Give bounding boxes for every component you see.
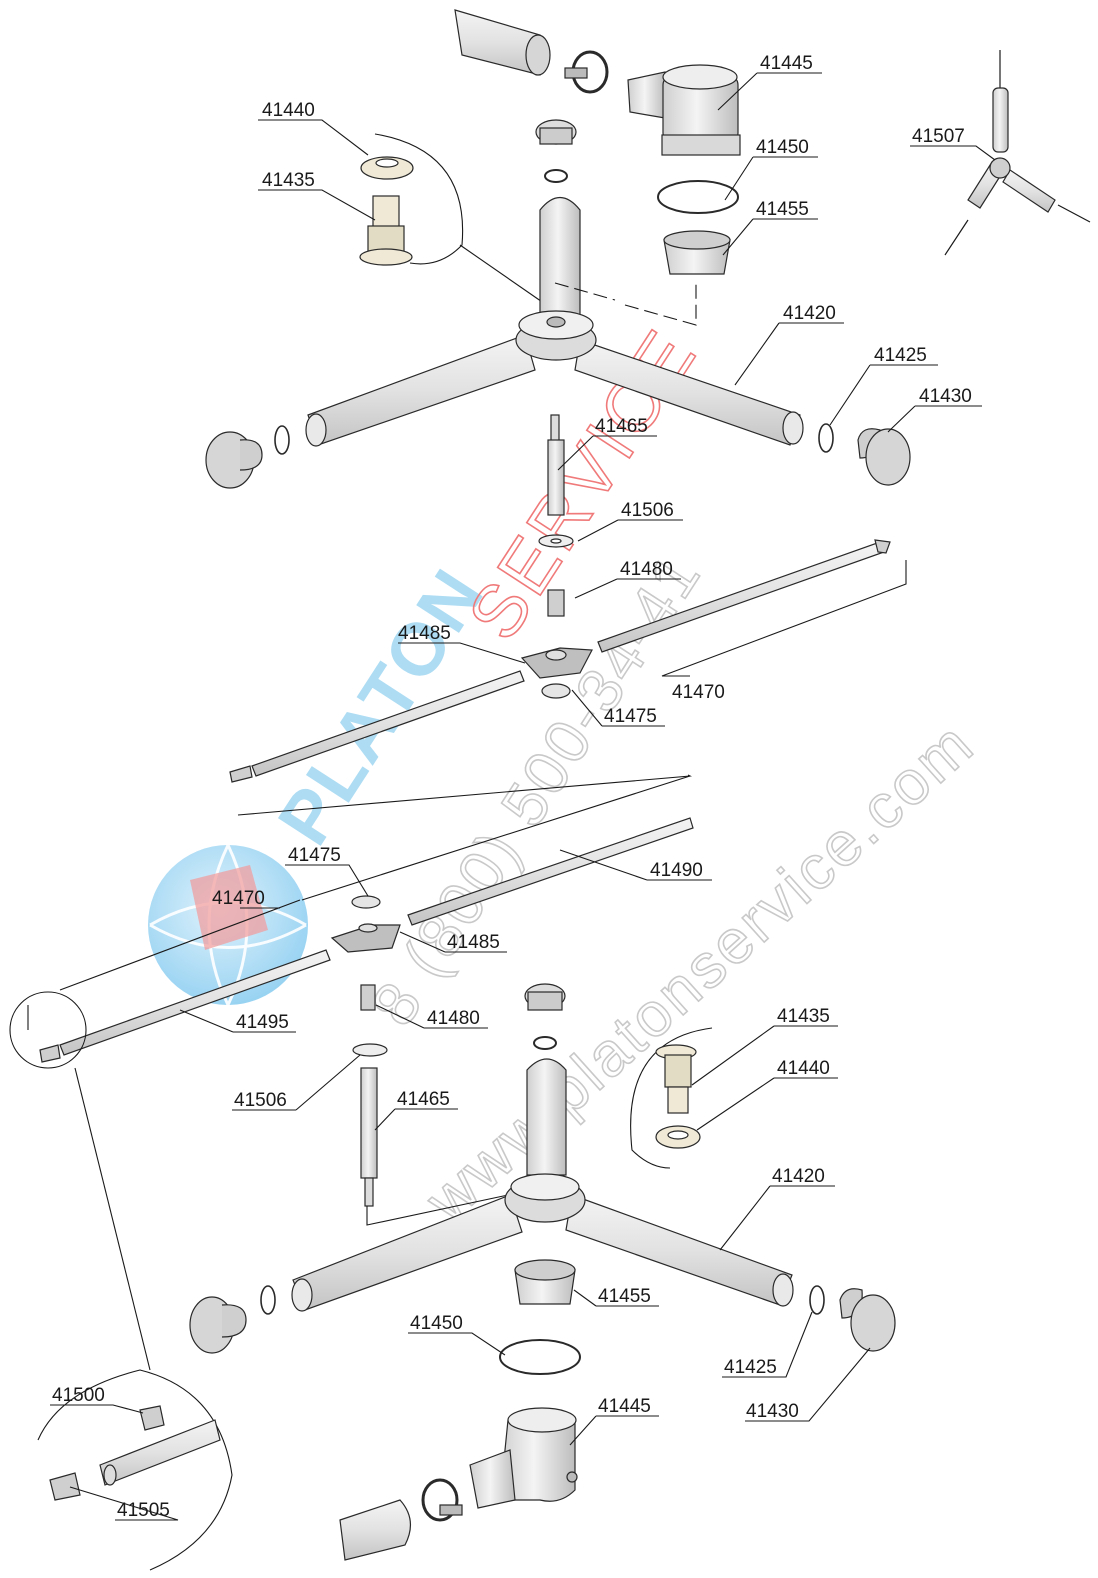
vertical-tube-bottom (526, 1058, 567, 1176)
part-label-41425-bottom: 41425 (724, 1357, 777, 1378)
end-cap-left-top (205, 425, 290, 489)
part-label-41500: 41500 (52, 1385, 105, 1406)
cap-bottom (524, 983, 566, 1050)
part-label-41490: 41490 (650, 860, 703, 881)
hub-bottom (330, 895, 401, 1057)
vertical-tube-top (539, 196, 581, 321)
part-label-41480-bottom: 41480 (427, 1008, 480, 1029)
end-cap-right-top (818, 423, 911, 486)
spray-arm-icon-41507 (944, 50, 1091, 256)
part-label-41465-bottom: 41465 (397, 1089, 450, 1110)
wash-arm-top-right (597, 539, 891, 653)
hose-clamp-bottom (421, 1478, 463, 1522)
threaded-nut-bottom (514, 1259, 576, 1305)
part-label-41420-top: 41420 (783, 303, 836, 324)
leader-lines (50, 72, 996, 1521)
part-label-41505: 41505 (117, 1500, 170, 1521)
cap-top (535, 119, 577, 183)
threaded-nut-top (663, 230, 731, 275)
elbow-fitting-top (627, 64, 741, 156)
end-cap-right-bottom (809, 1285, 896, 1352)
shaft-guide-line (366, 1194, 509, 1226)
elbow-fitting-bottom (469, 1407, 578, 1509)
detail-callout-arc-top (374, 133, 464, 265)
part-label-41470-top: 41470 (672, 682, 725, 703)
part-label-41450-bottom: 41450 (410, 1313, 463, 1334)
part-label-41475-top: 41475 (604, 706, 657, 727)
shaft-top (538, 414, 574, 617)
wash-arm-top-left (229, 670, 525, 783)
part-label-41435-top: 41435 (262, 170, 315, 191)
bushing-bottom (655, 1044, 697, 1114)
washer-top (360, 156, 414, 180)
part-label-41507: 41507 (912, 126, 965, 147)
part-label-41455-top: 41455 (756, 199, 809, 220)
part-label-41506-top: 41506 (621, 500, 674, 521)
part-label-41445-bottom: 41445 (598, 1396, 651, 1417)
part-label-41480-top: 41480 (620, 559, 673, 580)
part-label-41470-bottom: 41470 (212, 888, 265, 909)
part-label-41430-bottom: 41430 (746, 1401, 799, 1422)
wash-arm-bottom-right (407, 817, 694, 926)
detail-callout-arc-bottom (630, 1027, 713, 1169)
part-label-41495: 41495 (236, 1012, 289, 1033)
detail-circle-nozzle (37, 1369, 233, 1571)
wash-arm-bottom-left (39, 949, 331, 1063)
gasket-ring-bottom (499, 1339, 581, 1375)
end-cap-left-bottom (189, 1285, 276, 1354)
bracket-line-bottom (27, 775, 691, 1030)
part-label-41440-top: 41440 (262, 100, 315, 121)
hub-top (520, 647, 593, 699)
part-label-41475-bottom: 41475 (288, 845, 341, 866)
bushing-top (359, 195, 413, 266)
part-label-41465-top: 41465 (595, 416, 648, 437)
watermark-globe (148, 844, 308, 1006)
part-label-41430-top: 41430 (919, 386, 972, 407)
part-label-41440-bottom: 41440 (777, 1058, 830, 1079)
tri-arm-top (305, 310, 804, 447)
dashed-guide-top (554, 282, 697, 326)
part-label-41455-bottom: 41455 (598, 1286, 651, 1307)
washer-bottom (655, 1125, 701, 1149)
hose-bottom (339, 1499, 411, 1561)
shaft-bottom (360, 1067, 378, 1207)
part-label-41485-bottom: 41485 (447, 932, 500, 953)
hose-clamp-top (564, 50, 609, 94)
part-label-41435-bottom: 41435 (777, 1006, 830, 1027)
part-label-41450-top: 41450 (756, 137, 809, 158)
detail-callout-line-top (459, 244, 549, 307)
part-labels: 41445 41440 41435 41450 41455 41507 4142… (52, 53, 972, 1521)
part-label-41420-bottom: 41420 (772, 1166, 825, 1187)
tri-arm-bottom (291, 1173, 794, 1312)
part-label-41445-top: 41445 (760, 53, 813, 74)
gasket-ring-top (657, 180, 739, 214)
detail-circle-left (9, 991, 151, 1371)
hose-top (454, 9, 551, 76)
part-label-41425-top: 41425 (874, 345, 927, 366)
part-label-41485-top: 41485 (398, 623, 451, 644)
part-label-41506-bottom: 41506 (234, 1090, 287, 1111)
